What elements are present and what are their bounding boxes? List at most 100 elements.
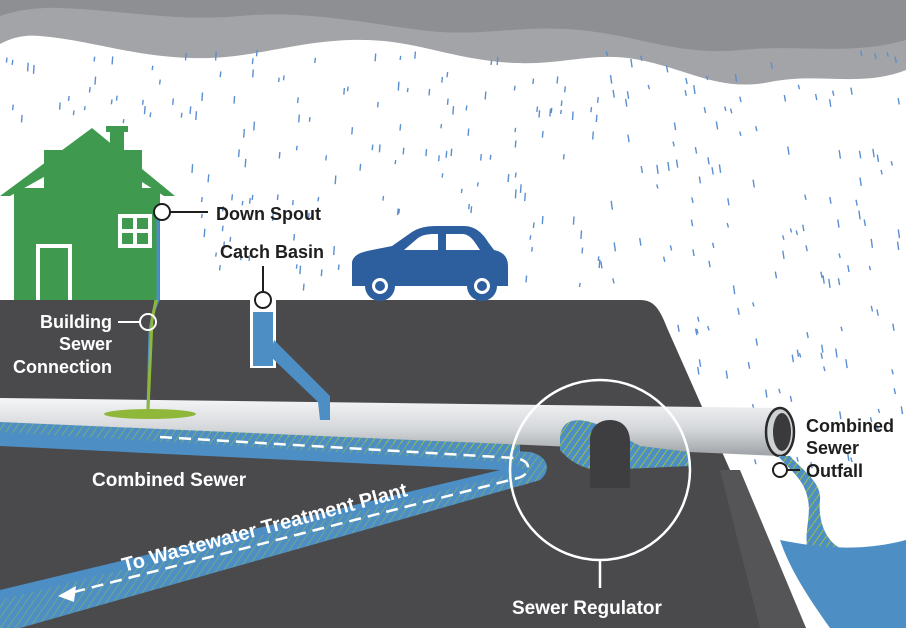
raindrop (774, 271, 778, 279)
raindrop (597, 256, 600, 261)
raindrop (675, 159, 679, 168)
raindrop (243, 128, 245, 138)
raindrop (560, 100, 563, 106)
raindrop (739, 131, 742, 136)
raindrop (696, 328, 699, 334)
raindrop (896, 241, 900, 251)
flow-arrow-path (69, 435, 530, 595)
raindrop (26, 62, 29, 72)
raindrop (237, 149, 240, 158)
raindrop (858, 150, 862, 159)
raindrop (845, 359, 848, 369)
raindrop (850, 457, 853, 463)
catch-basin-label: Catch Basin (220, 242, 324, 262)
raindrop (376, 101, 379, 108)
raindrop (662, 256, 666, 262)
pipe-outlet-opening (773, 413, 791, 451)
raindrop (647, 84, 651, 90)
raindrop (639, 237, 642, 246)
raindrop (440, 123, 443, 129)
raindrop (115, 95, 118, 101)
raindrop (441, 173, 444, 178)
raindrop (308, 117, 311, 122)
raindrop (334, 175, 337, 185)
raindrop (855, 199, 858, 206)
raindrop (221, 206, 224, 212)
car-window-front (404, 234, 438, 250)
raindrop (94, 76, 97, 85)
raindrop (562, 154, 565, 160)
raindrop (465, 105, 468, 111)
raindrop (88, 87, 91, 93)
raindrop (251, 194, 254, 201)
raindrop (277, 77, 280, 83)
raindrop (734, 73, 738, 82)
raindrop (795, 230, 799, 236)
raindrop (828, 99, 832, 107)
raindrop (374, 53, 377, 62)
raindrop (231, 194, 234, 201)
raindrop (158, 79, 161, 85)
raindrop (810, 461, 813, 469)
raindrop (691, 197, 694, 204)
sewage-splash (104, 409, 196, 419)
raindrop (252, 69, 254, 78)
raindrop (143, 106, 146, 115)
raindrop (755, 338, 758, 346)
raindrop (221, 225, 224, 232)
raindrop (605, 51, 609, 57)
raindrop (581, 247, 584, 254)
house (0, 126, 175, 300)
raindrop (556, 76, 559, 84)
raindrop (822, 275, 825, 284)
raindrop (860, 50, 863, 57)
raindrop (820, 271, 823, 279)
raindrop (541, 216, 544, 225)
raindrop (291, 200, 294, 206)
raindrop (233, 96, 236, 104)
raindrop (189, 106, 192, 114)
raindrop (630, 58, 633, 68)
raindrop (445, 151, 448, 158)
raindrop (398, 208, 401, 214)
raindrop (223, 241, 225, 249)
raindrop (251, 58, 254, 64)
raindrop (11, 59, 14, 65)
raindrop (524, 192, 526, 202)
raindrop (846, 451, 850, 461)
raindrop (241, 200, 244, 206)
raindrop (359, 163, 362, 171)
raindrop (798, 353, 802, 358)
raindrop (532, 222, 535, 229)
raindrop (838, 253, 841, 259)
raindrop (814, 93, 818, 101)
raindrop (550, 107, 553, 114)
raindrop (201, 92, 204, 101)
raindrop (325, 155, 328, 161)
house-window (118, 214, 152, 248)
raindrop (382, 195, 385, 201)
raindrop (476, 182, 479, 187)
raindrop (549, 108, 552, 117)
raindrop (514, 140, 517, 148)
raindrop (402, 147, 405, 155)
raindrop (371, 144, 374, 151)
raindrop (732, 285, 736, 295)
raindrop (890, 161, 894, 166)
raindrop (690, 219, 694, 227)
raindrop (897, 229, 901, 239)
down-spout-marker (153, 203, 171, 221)
raindrop (847, 264, 850, 273)
raindrop (894, 56, 897, 64)
raindrop (802, 224, 805, 232)
raindrop (200, 213, 203, 219)
combined-sewer-label: Combined Sewer (92, 470, 247, 491)
raindrop (787, 146, 790, 155)
raindrop (580, 230, 583, 240)
raindrop (789, 228, 793, 233)
raindrop (876, 309, 879, 316)
raindrop (870, 305, 874, 312)
raindrop (754, 459, 757, 465)
raindrop (378, 144, 381, 153)
raindrop (694, 328, 698, 336)
